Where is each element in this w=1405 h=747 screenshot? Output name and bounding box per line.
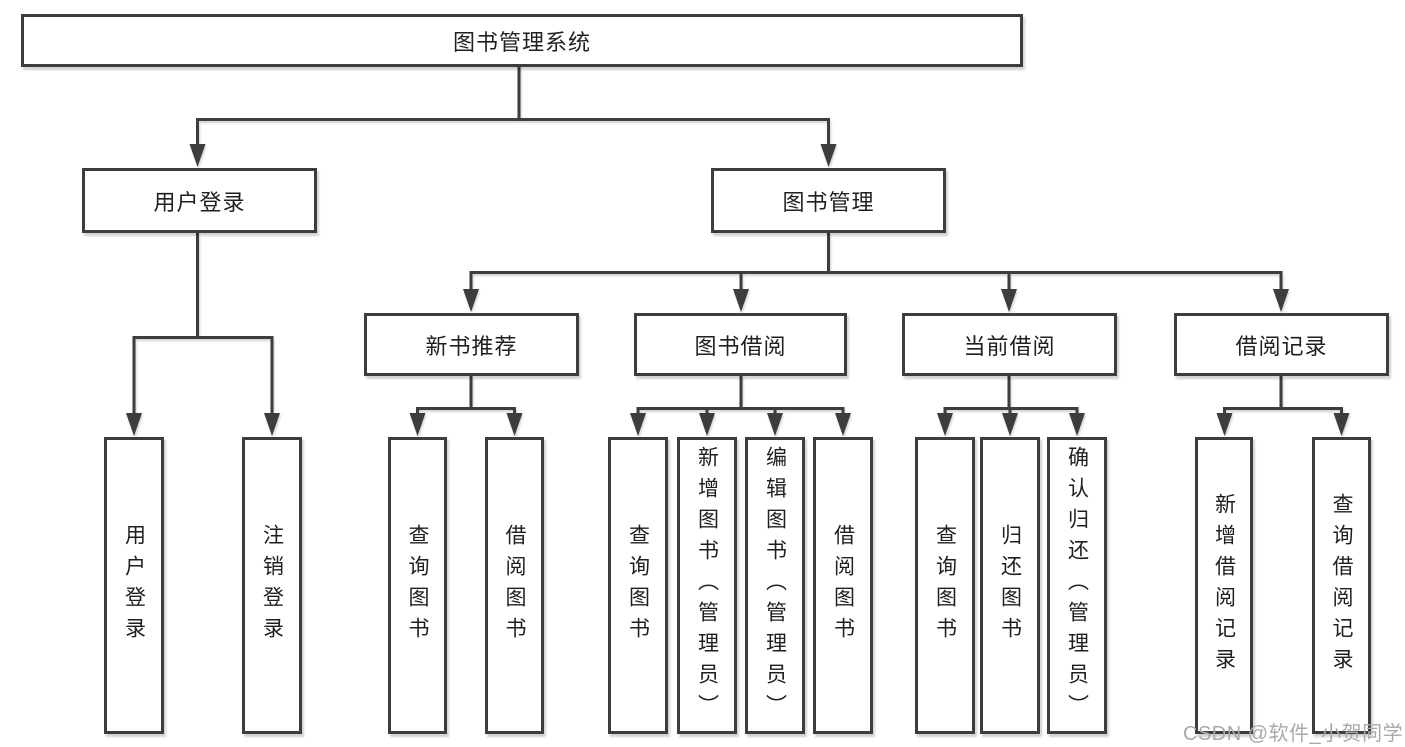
arrow-down-icon xyxy=(835,413,851,436)
node-borrow-records: 借阅记录 xyxy=(1174,313,1389,376)
arrowheads xyxy=(126,144,1350,436)
leaf-logout: 注销登录 xyxy=(242,437,302,734)
leaf-label: 借阅图书 xyxy=(831,523,855,648)
leaf-current-query-book: 查询图书 xyxy=(915,437,975,734)
arrow-down-icon xyxy=(126,413,142,436)
leaf-label: 注销登录 xyxy=(260,523,284,648)
node-current-borrow: 当前借阅 xyxy=(902,313,1117,376)
arrow-down-icon xyxy=(937,413,953,436)
node-book-borrow: 图书借阅 xyxy=(634,313,847,376)
arrow-down-icon xyxy=(1002,413,1018,436)
leaf-borrow-book: 借阅图书 xyxy=(813,437,873,734)
leaf-label: 用户登录 xyxy=(122,523,146,648)
leaf-add-book-admin: 新增图书（管理员） xyxy=(677,437,737,734)
arrow-down-icon xyxy=(1216,413,1233,436)
leaf-user-login: 用户登录 xyxy=(104,437,164,734)
leaf-add-borrow-record: 新增借阅记录 xyxy=(1195,437,1253,734)
arrow-down-icon xyxy=(1069,413,1085,436)
leaf-label: 确认归还（管理员） xyxy=(1065,446,1089,725)
arrow-down-icon xyxy=(733,289,749,312)
leaf-label: 借阅图书 xyxy=(503,523,526,648)
arrow-down-icon xyxy=(463,289,479,312)
leaf-label: 查询图书 xyxy=(933,523,957,648)
csdn-watermark: CSDN @软件_小贺同学 xyxy=(1183,723,1404,745)
leaf-confirm-return-admin: 确认归还（管理员） xyxy=(1047,437,1107,734)
node-new-book-recommend: 新书推荐 xyxy=(364,313,579,376)
leaf-label: 归还图书 xyxy=(998,523,1022,648)
leaf-newrec-borrow-book: 借阅图书 xyxy=(485,437,544,734)
arrow-down-icon xyxy=(506,413,523,436)
leaf-newrec-query-book: 查询图书 xyxy=(388,437,447,734)
arrow-down-icon xyxy=(699,413,715,436)
arrow-down-icon xyxy=(409,413,426,436)
leaf-borrow-query-book: 查询图书 xyxy=(608,437,668,734)
leaf-label: 新增图书（管理员） xyxy=(695,446,719,725)
node-library-system: 图书管理系统 xyxy=(21,14,1023,67)
leaf-label: 查询借阅记录 xyxy=(1330,492,1353,679)
arrow-down-icon xyxy=(189,144,206,167)
arrow-down-icon xyxy=(767,413,783,436)
node-user-login-branch: 用户登录 xyxy=(82,168,317,233)
leaf-label: 编辑图书（管理员） xyxy=(763,446,787,725)
node-book-management-branch: 图书管理 xyxy=(711,168,946,233)
arrow-down-icon xyxy=(630,413,646,436)
leaf-label: 查询图书 xyxy=(406,523,429,648)
leaf-label: 新增借阅记录 xyxy=(1212,492,1236,679)
leaf-query-borrow-record: 查询借阅记录 xyxy=(1312,437,1371,734)
leaf-edit-book-admin: 编辑图书（管理员） xyxy=(745,437,805,734)
arrow-down-icon xyxy=(1273,289,1289,312)
arrow-down-icon xyxy=(1333,413,1350,436)
arrow-down-icon xyxy=(1001,289,1017,312)
leaf-return-book: 归还图书 xyxy=(980,437,1040,734)
arrow-down-icon xyxy=(264,413,280,436)
arrow-down-icon xyxy=(820,144,837,167)
leaf-label: 查询图书 xyxy=(626,523,650,648)
